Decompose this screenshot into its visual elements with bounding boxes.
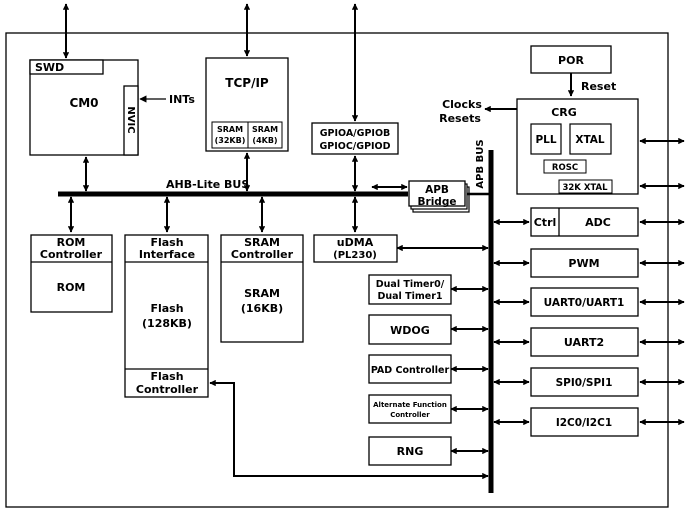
timer-label-2: Dual Timer1: [378, 291, 443, 302]
xtal32k-box: [558, 179, 613, 194]
ctrl-label: Ctrl: [534, 216, 557, 229]
sram4-label-1: SRAM: [252, 125, 278, 134]
alt-function-block: Alternate Function Controller: [368, 394, 452, 424]
flash-block: Flash Interface Flash (128KB) Flash Cont…: [124, 234, 209, 398]
sram-label-1: SRAM: [244, 287, 280, 300]
timer-label-1: Dual Timer0/: [376, 279, 445, 290]
nvic-box: [123, 85, 139, 156]
adc-label: ADC: [585, 216, 611, 229]
rom-label: ROM: [57, 281, 86, 294]
nvic-label: NVIC: [125, 106, 136, 133]
uart2-label: UART2: [564, 336, 604, 349]
rosc-label: ROSC: [552, 163, 578, 173]
swd-box: [29, 59, 104, 75]
cm0-label: CM0: [69, 96, 98, 110]
cm0-block: SWD CM0 NVIC: [29, 59, 139, 156]
flash-ctrl-apb-path: [209, 379, 489, 480]
spi01-block: SPI0/SPI1: [530, 367, 639, 397]
clocks-label: Clocks: [442, 98, 482, 111]
pwm-label: PWM: [568, 257, 599, 270]
flash-label-1: Flash: [150, 302, 183, 315]
flash-ctrl-label-1: Flash: [150, 370, 183, 383]
sram-ctrl-label-2: Controller: [231, 248, 294, 261]
resets-label: Resets: [439, 112, 481, 125]
reset-label: Reset: [581, 80, 616, 93]
rom-ctrl-label-1: ROM: [57, 236, 86, 249]
wdog-block: WDOG: [368, 314, 452, 345]
afc-label-1: Alternate Function: [373, 401, 447, 409]
tcpip-block: TCP/IP SRAM (32KB) SRAM (4KB): [205, 57, 289, 152]
xtal-label: XTAL: [575, 134, 605, 146]
por-label: POR: [558, 54, 584, 67]
apb-bus-label: APB BUS: [475, 139, 486, 188]
por-block: POR: [530, 45, 612, 74]
pad-label: PAD Controller: [371, 365, 450, 376]
sram-label-2: (16KB): [241, 302, 283, 315]
flash-label-2: (128KB): [142, 317, 192, 330]
apb-bridge-label-1: APB: [425, 184, 449, 196]
pll-label: PLL: [535, 134, 556, 146]
rng-label: RNG: [397, 445, 424, 458]
afc-label-2: Controller: [390, 411, 430, 419]
flash-ctrl-label-2: Controller: [136, 383, 199, 396]
pwm-block: PWM: [530, 248, 639, 278]
flash-if-label-1: Flash: [150, 236, 183, 249]
dual-timer-block: Dual Timer0/ Dual Timer1: [368, 274, 452, 305]
adc-block: Ctrl ADC: [530, 207, 639, 237]
sram4-label-2: (4KB): [252, 136, 277, 145]
uart01-block: UART0/UART1: [530, 287, 639, 317]
apb-bridge-block: APB Bridge: [408, 180, 470, 213]
rng-block: RNG: [368, 436, 452, 466]
ahb-bus-label: AHB-Lite BUS: [166, 178, 249, 191]
sram-block: SRAM Controller SRAM (16KB): [220, 234, 304, 343]
sram32-label-1: SRAM: [217, 125, 243, 134]
apb-bridge-label-2: Bridge: [418, 196, 457, 208]
xtal32k-label: 32K XTAL: [562, 183, 608, 193]
crg-label: CRG: [551, 106, 577, 119]
wdog-label: WDOG: [390, 324, 430, 337]
rom-ctrl-label-2: Controller: [40, 248, 103, 261]
udma-block: uDMA (PL230): [313, 234, 398, 263]
i2c01-label: I2C0/I2C1: [556, 417, 612, 429]
pad-controller-block: PAD Controller: [368, 354, 452, 384]
spi01-label: SPI0/SPI1: [556, 377, 613, 389]
swd-label: SWD: [35, 61, 64, 74]
udma-label-2: (PL230): [333, 250, 377, 261]
rosc-box: [543, 159, 587, 174]
sram32-label-2: (32KB): [215, 136, 246, 145]
pll-box: [530, 123, 562, 155]
rom-block: ROM Controller ROM: [30, 234, 113, 313]
gpio-label-2: GPIOC/GPIOD: [319, 141, 390, 152]
gpio-block: GPIOA/GPIOB GPIOC/GPIOD: [311, 122, 399, 155]
crg-block: CRG PLL XTAL ROSC 32K XTAL: [516, 98, 639, 195]
chip-boundary: [5, 32, 669, 508]
flash-if-label-2: Interface: [139, 248, 195, 261]
gpio-label-1: GPIOA/GPIOB: [320, 128, 391, 139]
uart2-block: UART2: [530, 327, 639, 357]
i2c01-block: I2C0/I2C1: [530, 407, 639, 437]
udma-label-1: uDMA: [337, 236, 374, 249]
tcpip-label: TCP/IP: [225, 76, 269, 90]
sram-ctrl-label-1: SRAM: [244, 236, 280, 249]
uart01-label: UART0/UART1: [544, 297, 625, 309]
ints-label: INTs: [169, 93, 195, 106]
xtal-box: [569, 123, 612, 155]
